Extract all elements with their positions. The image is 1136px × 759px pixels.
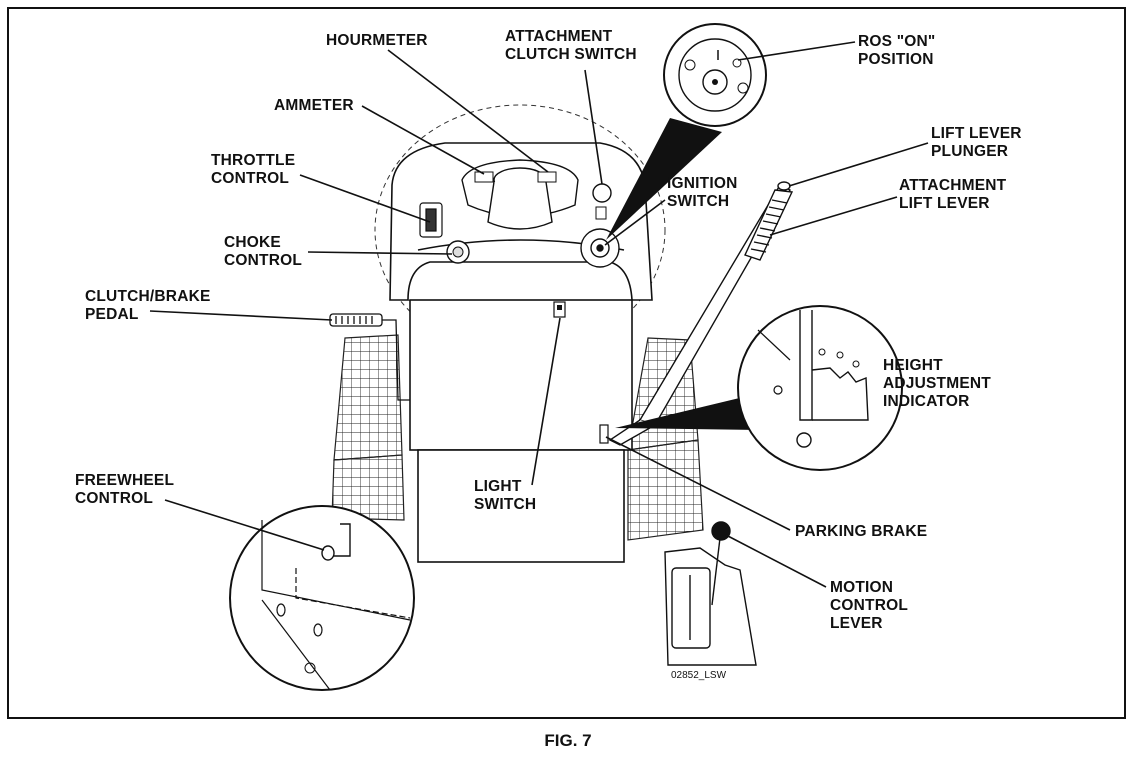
label-attachment-clutch-switch: ATTACHMENT CLUTCH SWITCH bbox=[505, 28, 637, 63]
label-attachment-lift-lever: ATTACHMENT LIFT LEVER bbox=[899, 177, 1007, 212]
label-throttle-control: THROTTLE CONTROL bbox=[211, 152, 296, 187]
clutch-brake-pedal-part bbox=[329, 313, 410, 401]
right-footrest bbox=[627, 337, 704, 541]
label-parking-brake: PARKING BRAKE bbox=[795, 523, 928, 540]
drawing-code: 02852_LSW bbox=[671, 670, 727, 681]
hourmeter-gauge bbox=[537, 171, 557, 183]
motion-control-part bbox=[664, 521, 757, 666]
label-choke-control: CHOKE CONTROL bbox=[224, 234, 303, 269]
ammeter-gauge bbox=[474, 171, 494, 183]
label-height-adjustment-indicator: HEIGHT ADJUSTMENT INDICATOR bbox=[883, 357, 991, 410]
label-hourmeter: HOURMETER bbox=[326, 32, 428, 49]
label-clutch-brake-pedal: CLUTCH/BRAKE PEDAL bbox=[85, 288, 211, 323]
ignition-switch bbox=[580, 228, 620, 268]
label-light-switch: LIGHT SWITCH bbox=[474, 478, 537, 513]
label-lift-lever-plunger: LIFT LEVER PLUNGER bbox=[931, 125, 1022, 160]
leader-lines bbox=[149, 41, 929, 588]
hood-outline bbox=[374, 104, 666, 356]
label-ros-on-position: ROS "ON" POSITION bbox=[858, 33, 936, 68]
height-adjustment-callout bbox=[615, 305, 903, 471]
label-ignition-switch: IGNITION SWITCH bbox=[667, 175, 738, 210]
label-motion-control-lever: MOTION CONTROL LEVER bbox=[830, 579, 909, 632]
left-footrest bbox=[331, 334, 405, 521]
figure-frame bbox=[7, 7, 1126, 719]
parking-brake-part bbox=[599, 424, 609, 444]
attachment-clutch-knob bbox=[592, 183, 612, 203]
figure-caption: FIG. 7 bbox=[544, 731, 592, 750]
ros-callout bbox=[606, 23, 767, 240]
label-ammeter: AMMETER bbox=[274, 97, 354, 114]
freewheel-callout bbox=[229, 505, 415, 691]
label-freewheel-control: FREEWHEEL CONTROL bbox=[75, 472, 175, 507]
